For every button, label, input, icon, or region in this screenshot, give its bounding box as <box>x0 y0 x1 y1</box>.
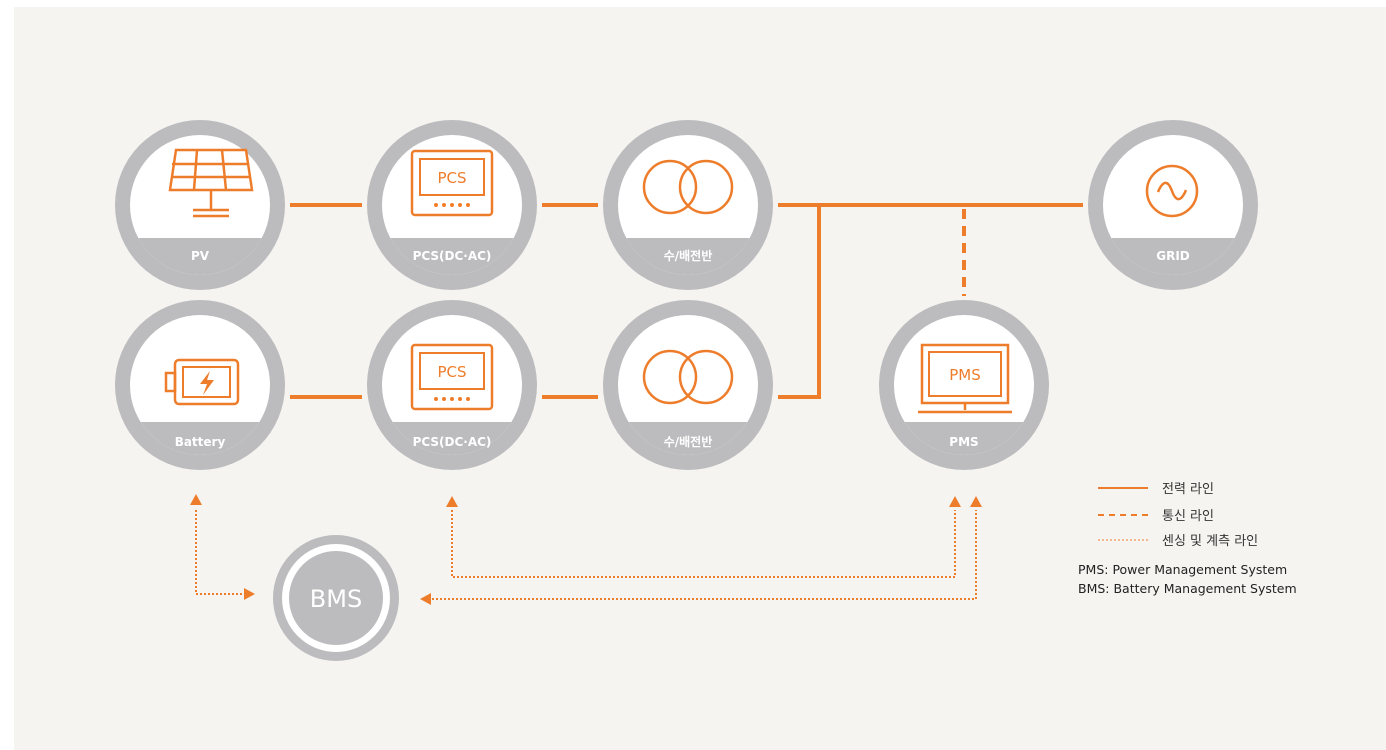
legend: 전력 라인 통신 라인 센싱 및 계측 라인 PMS: Power Manage… <box>1078 482 1297 596</box>
arrowhead-battery <box>190 494 202 505</box>
node-pcs-top: PCS(DC·AC) PCS <box>367 120 537 290</box>
power-line-sw2-bus <box>778 205 821 399</box>
legend-sensing-label: 센싱 및 계측 라인 <box>1162 534 1258 549</box>
node-pcs-bottom: PCS(DC·AC) PCS <box>367 300 537 470</box>
sensing-arrowheads <box>190 494 982 605</box>
node-switchboard-bottom: 수/배전반 <box>603 300 773 470</box>
node-switchboard-top-label: 수/배전반 <box>664 248 713 263</box>
arrowhead-pms-left <box>949 496 961 507</box>
node-switchboard-bottom-label: 수/배전반 <box>664 434 713 449</box>
ac-sine-icon <box>1145 164 1199 218</box>
node-pms-label: PMS <box>949 435 978 449</box>
node-pv: PV <box>115 120 285 290</box>
note-pms: PMS: Power Management System <box>1078 562 1287 577</box>
node-pcs-bottom-label: PCS(DC·AC) <box>413 435 492 449</box>
sensing-line-battery-bms <box>195 510 244 595</box>
pcs-device-icon: PCS <box>410 343 494 411</box>
arrowhead-bms-right <box>420 593 431 605</box>
arrowhead-pms-right <box>970 496 982 507</box>
pcs-bottom-icon-text: PCS <box>437 363 466 381</box>
transformer-icon <box>642 159 734 215</box>
node-grid: GRID <box>1088 120 1258 290</box>
node-switchboard-top: 수/배전반 <box>603 120 773 290</box>
node-grid-label: GRID <box>1156 249 1190 263</box>
legend-comm-label: 통신 라인 <box>1162 509 1214 524</box>
pms-icon-text: PMS <box>949 366 981 384</box>
node-pcs-top-label: PCS(DC·AC) <box>413 249 492 263</box>
battery-icon <box>164 358 240 406</box>
arrowhead-bms-left <box>244 588 255 600</box>
arrowhead-pcs2 <box>446 496 458 507</box>
sensing-lines <box>195 510 977 600</box>
transformer-icon <box>642 349 734 405</box>
pcs-device-icon: PCS <box>410 149 494 217</box>
monitor-icon: PMS <box>918 343 1012 414</box>
note-bms: BMS: Battery Management System <box>1078 581 1297 596</box>
power-lines <box>290 203 1083 399</box>
node-pms: PMS PMS <box>879 300 1049 470</box>
node-battery: Battery <box>115 300 285 470</box>
node-bms-label: BMS <box>310 585 362 613</box>
node-battery-label: Battery <box>175 435 226 449</box>
node-bms: BMS <box>273 535 399 661</box>
legend-power-label: 전력 라인 <box>1162 482 1214 497</box>
sensing-line-pcs2-pms <box>451 510 956 578</box>
node-pv-label: PV <box>191 249 210 263</box>
solar-panel-icon <box>168 148 254 218</box>
sensing-line-bms-pms <box>432 510 977 600</box>
pcs-top-icon-text: PCS <box>437 169 466 187</box>
